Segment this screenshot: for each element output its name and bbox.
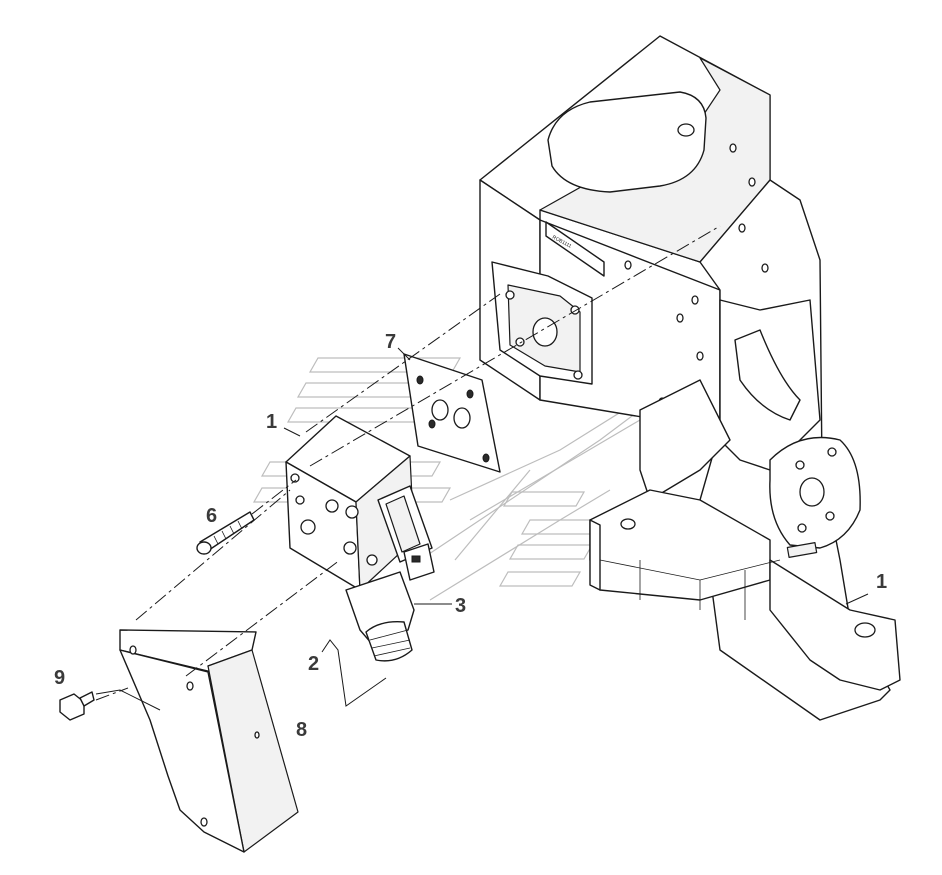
callout-bracket-body: 1: [876, 571, 887, 593]
callout-connector: 3: [455, 595, 466, 617]
callout-screw: 9: [54, 667, 65, 689]
screw: [59, 691, 95, 721]
gasket: [403, 353, 501, 473]
valve-block: [285, 415, 435, 591]
cover-plate: [119, 629, 299, 853]
callout-valve-block: 1: [266, 411, 277, 433]
callout-bolt: 6: [206, 505, 217, 527]
mounting-bracket: ROB1111: [479, 35, 901, 721]
assembly-lines: [95, 225, 721, 701]
callout-gasket: 7: [385, 331, 396, 353]
callout-solenoid-coil: 2: [308, 653, 319, 675]
solenoid-coil: [345, 571, 415, 662]
callout-cover: 8: [296, 719, 307, 741]
leader-lines: [95, 347, 869, 711]
callouts: 1 7 6 3 2 9 8 1: [54, 331, 887, 741]
